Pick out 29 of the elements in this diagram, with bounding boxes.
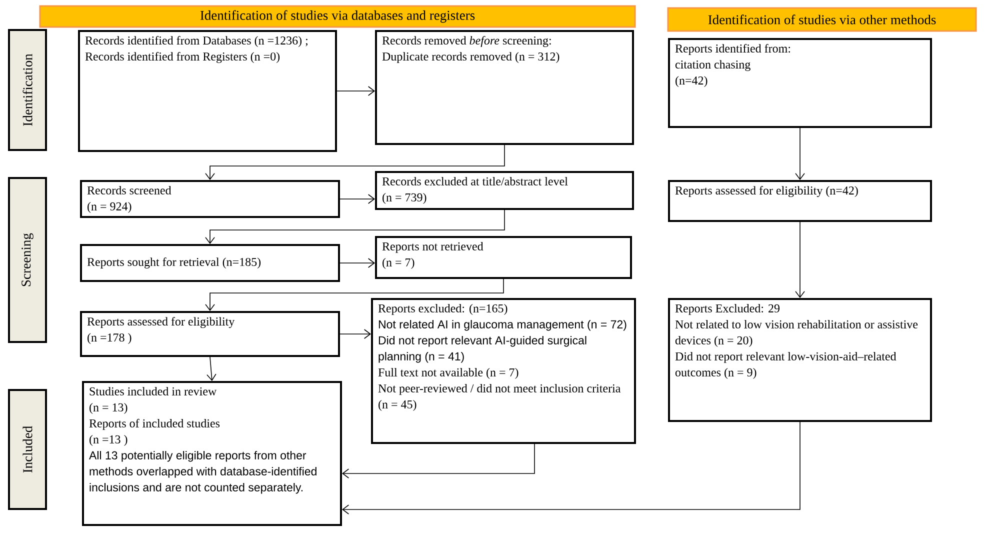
arrow — [795, 222, 805, 298]
process-box: Records screened (n = 924) — [80, 180, 340, 218]
process-box: Reports not retrieved (n = 7) — [375, 236, 632, 279]
arrow — [340, 258, 375, 268]
arrow — [336, 86, 375, 96]
process-box: Reports identified from: citation chasing (n=42) — [668, 38, 932, 128]
phase-label: Included — [8, 389, 47, 510]
section-banner: Identification of studies via databases and registers — [39, 5, 636, 28]
process-box: Reports excluded: (n=165) Not related AI in glaucoma management (n = 72) Did not report relevant AI-guided surgical planning (n = 41) Full text not available (n = 7) Not peer-reviewed / did not meet inclusion criteria (n = 45) — [371, 298, 636, 444]
phase-label: Screening — [8, 177, 47, 343]
process-box: Reports Excluded: 29 Not related to low vision rehabilitation or assistive devices (n = 20) Did not report relevant low-vision-aid–related outcomes (n = 9) — [668, 298, 932, 422]
arrow — [342, 444, 535, 478]
process-box: Studies included in review (n = 13) Reports of included studies (n =13 ) All 13 potentially eligible reports from other methods overlapped with database-identified inclusions and are not counted separately. — [82, 381, 342, 526]
arrow — [205, 278, 504, 311]
phase-label: Identification — [8, 29, 47, 151]
process-box: Records identified from Databases (n =1236) ; Records identified from Registers (n =0) — [78, 30, 337, 152]
arrow — [342, 422, 800, 514]
section-banner: Identification of studies via other methods — [667, 7, 977, 32]
process-box: Reports sought for retrieval (n=185) — [80, 244, 340, 282]
arrow — [795, 128, 805, 180]
arrow — [205, 210, 505, 244]
arrow — [340, 329, 371, 339]
process-box: Reports assessed for eligibility (n=42) — [668, 180, 932, 222]
arrow — [206, 356, 216, 381]
process-box: Records removed before screening: Duplicate records removed (n = 312) — [375, 30, 634, 145]
process-box: Records excluded at title/abstract level (n = 739) — [375, 171, 634, 210]
arrow — [205, 144, 505, 180]
arrow — [340, 194, 375, 204]
process-box: Reports assessed for eligibility (n =178 ) — [80, 311, 340, 357]
